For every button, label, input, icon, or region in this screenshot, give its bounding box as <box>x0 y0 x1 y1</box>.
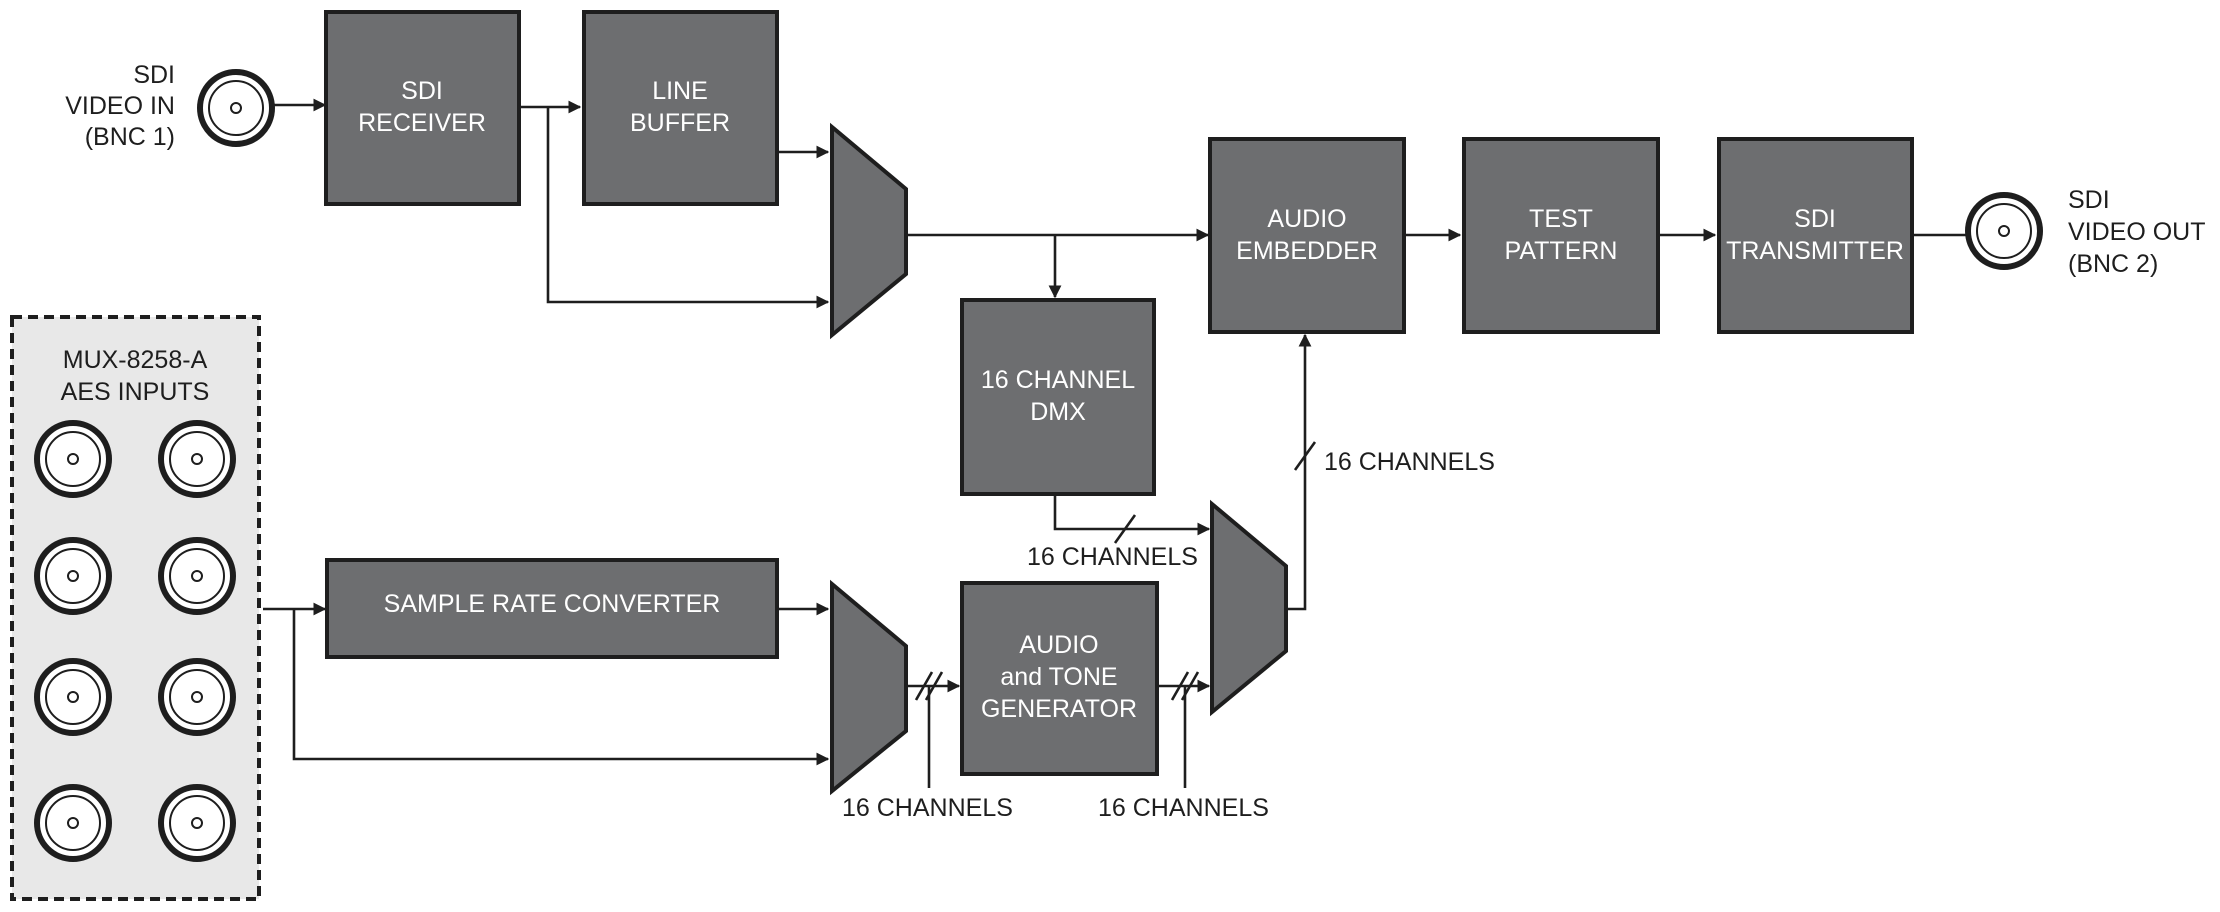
audio-embedder-label-1: AUDIO <box>1267 205 1346 233</box>
aes-bnc-connector-icon <box>34 537 112 615</box>
aes-bnc-connector-icon <box>34 784 112 862</box>
sdi-transmitter-label-2: TRANSMITTER <box>1726 237 1904 265</box>
bus-slash-embedder-input <box>1293 441 1317 471</box>
aes-bnc-connector-icon <box>158 420 236 498</box>
bus-slash-markers <box>914 441 1317 701</box>
aes-connector-grid <box>34 420 236 862</box>
sdi-input-label-1: SDI <box>133 61 175 89</box>
aes-panel-title: MUX-8258-A <box>63 346 208 374</box>
tone-generator-block <box>960 581 1159 776</box>
audio-embedder-label-2: EMBEDDER <box>1236 237 1378 265</box>
sdi-transmitter-block <box>1717 137 1914 334</box>
sdi-input-bnc-icon <box>197 69 275 147</box>
channel-dmx-label-2: DMX <box>1030 398 1086 426</box>
aes-bnc-connector-icon <box>158 658 236 736</box>
sdi-output-label-1: SDI <box>2068 186 2110 214</box>
tone-generator-label-3: GENERATOR <box>981 695 1137 723</box>
aes-bnc-connector-icon <box>158 784 236 862</box>
bus-slash-generator-output-2 <box>1180 671 1200 701</box>
video-mux <box>830 122 908 340</box>
sdi-receiver-block <box>324 10 521 206</box>
bus-label-input-mux-output: 16 CHANNELS <box>842 794 1013 822</box>
tone-generator-label-2: and TONE <box>1000 663 1117 691</box>
wire-dmx-to-audio-mux <box>1053 494 1211 536</box>
bus-slash-dmx-output <box>1113 514 1137 544</box>
sdi-output-label-3: (BNC 2) <box>2068 250 2158 278</box>
sample-rate-converter-label: SAMPLE RATE CONVERTER <box>384 590 721 618</box>
bus-label-generator-output: 16 CHANNELS <box>1098 794 1269 822</box>
aes-bnc-connector-icon <box>158 537 236 615</box>
line-buffer-label-1: LINE <box>652 77 708 105</box>
sdi-input-label-2: VIDEO IN <box>65 92 175 120</box>
bus-label-embedder-input: 16 CHANNELS <box>1324 448 1495 476</box>
bnc-connector-icon <box>197 69 275 147</box>
sdi-output-bnc-icon <box>1965 192 2043 270</box>
test-pattern-label-1: TEST <box>1529 205 1593 233</box>
sdi-input-label-3: (BNC 1) <box>85 123 175 151</box>
sdi-receiver-label-1: SDI <box>401 77 443 105</box>
wire-receiver-bypass <box>546 107 830 309</box>
audio-input-mux <box>830 579 908 796</box>
bus-slash-input-mux-output-2 <box>924 671 944 701</box>
sdi-receiver-label-2: RECEIVER <box>358 109 486 137</box>
sample-rate-converter-block <box>325 558 779 659</box>
line-buffer-block <box>582 10 779 206</box>
aes-bnc-connector-icon <box>34 658 112 736</box>
aes-inputs-panel: MUX-8258-A AES INPUTS <box>10 315 261 901</box>
signal-wires <box>263 98 1967 788</box>
test-pattern-label-2: PATTERN <box>1505 237 1618 265</box>
bus-slash-input-mux-output-1 <box>914 671 934 701</box>
audio-embedder-block <box>1208 137 1406 334</box>
test-pattern-block <box>1462 137 1660 334</box>
tone-generator-label-1: AUDIO <box>1019 631 1098 659</box>
channel-dmx-label-1: 16 CHANNEL <box>981 366 1135 394</box>
wire-aes-bypass <box>292 609 830 766</box>
sdi-output-label-2: VIDEO OUT <box>2068 218 2206 246</box>
sdi-transmitter-label-1: SDI <box>1794 205 1836 233</box>
bus-slash-generator-output-1 <box>1170 671 1190 701</box>
aes-bnc-connector-icon <box>34 420 112 498</box>
wire-audio-mux-to-embedder <box>1286 333 1312 611</box>
line-buffer-label-2: BUFFER <box>630 109 730 137</box>
bus-label-dmx-output: 16 CHANNELS <box>1027 543 1198 571</box>
channel-dmx-block <box>960 298 1156 496</box>
bnc-connector-icon <box>1965 192 2043 270</box>
audio-output-mux <box>1210 499 1288 717</box>
aes-panel-subtitle: AES INPUTS <box>61 378 210 406</box>
